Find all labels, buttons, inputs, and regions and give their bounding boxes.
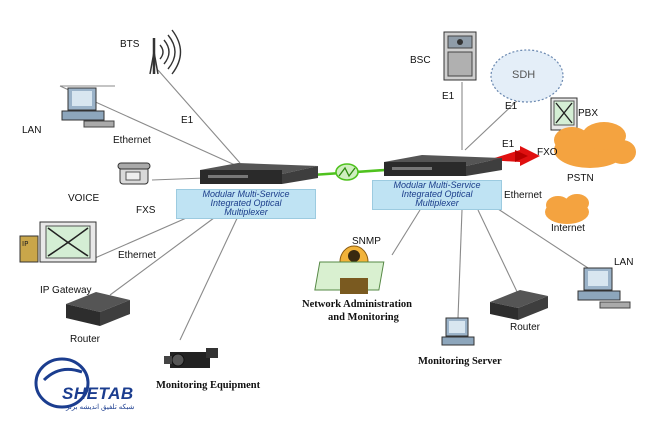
link-sdh bbox=[464, 97, 521, 151]
link-lan-right bbox=[491, 204, 589, 269]
multiplexer-label-right: Modular Multi-Service Integrated Optical… bbox=[372, 180, 502, 210]
fiber-symbol-icon bbox=[335, 163, 359, 181]
computer-icon bbox=[61, 87, 115, 128]
link-bts bbox=[157, 69, 241, 164]
mux-left-line-3: Multiplexer bbox=[224, 207, 268, 217]
label-pstn: PSTN bbox=[567, 173, 594, 184]
link-voice bbox=[151, 177, 206, 181]
logo-name: SHETAB bbox=[62, 384, 134, 403]
label-ethernet-left-top: Ethernet bbox=[113, 135, 151, 146]
label-voice: VOICE bbox=[68, 193, 100, 204]
mux-right-line-3: Multiplexer bbox=[415, 198, 459, 208]
label-ip-gateway: IP Gateway bbox=[40, 285, 92, 296]
label-bts: BTS bbox=[120, 39, 140, 50]
logo-tagline: شبکه تلفیق اندیشه برتر bbox=[66, 404, 135, 411]
label-sdh: SDH bbox=[512, 69, 536, 81]
logo-icon bbox=[34, 357, 90, 409]
camera-icon bbox=[164, 348, 218, 368]
label-network-admin-2: and Monitoring bbox=[328, 312, 399, 323]
multiplexer-icon bbox=[384, 155, 502, 176]
cloud-icon bbox=[545, 194, 589, 224]
svg-text:IP: IP bbox=[22, 240, 28, 248]
e1-arrow bbox=[488, 146, 540, 166]
label-fxs: FXS bbox=[136, 205, 156, 216]
label-e1-bsc: E1 bbox=[442, 91, 455, 102]
label-snmp: SNMP bbox=[352, 236, 381, 247]
link-monitoring-server bbox=[457, 209, 463, 319]
switch-icon bbox=[550, 97, 578, 131]
label-router-right: Router bbox=[510, 322, 541, 333]
operator-icon bbox=[314, 245, 385, 294]
phone-icon bbox=[117, 162, 151, 185]
label-e1-right: E1 bbox=[502, 139, 515, 150]
switch-icon: IP bbox=[19, 221, 97, 263]
label-bsc: BSC bbox=[410, 55, 431, 66]
label-lan-left: LAN bbox=[22, 125, 42, 136]
router-icon bbox=[490, 290, 548, 320]
label-monitoring-equipment: Monitoring Equipment bbox=[156, 380, 261, 391]
cloud-icon bbox=[490, 49, 564, 103]
antenna-icon bbox=[149, 29, 182, 75]
label-ethernet-right: Ethernet bbox=[504, 190, 542, 201]
label-monitoring-server: Monitoring Server bbox=[418, 356, 502, 367]
label-pbx: PBX bbox=[578, 108, 599, 119]
link-ip-gateway bbox=[94, 211, 201, 259]
router-icon bbox=[66, 292, 130, 326]
link-snmp bbox=[391, 209, 421, 256]
mux-right-line-1: Modular Multi-Service bbox=[393, 180, 481, 190]
multiplexer-icon bbox=[200, 163, 318, 184]
label-ethernet-left-bottom: Ethernet bbox=[118, 250, 156, 261]
mux-left-line-1: Modular Multi-Service bbox=[202, 189, 290, 199]
label-network-admin-1: Network Administration bbox=[302, 299, 412, 310]
mux-left-line-2: Integrated Optical bbox=[210, 198, 282, 208]
link-router-left bbox=[109, 211, 223, 296]
mux-right-line-2: Integrated Optical bbox=[401, 189, 473, 199]
server-icon bbox=[443, 31, 477, 81]
label-e1-sdh: E1 bbox=[505, 101, 518, 112]
multiplexer-label-left: Modular Multi-Service Integrated Optical… bbox=[176, 189, 316, 219]
link-router-right bbox=[477, 209, 521, 299]
label-router-left: Router bbox=[70, 334, 101, 345]
label-e1-left: E1 bbox=[181, 115, 194, 126]
label-fxo: FXO bbox=[537, 147, 558, 158]
cloud-icon bbox=[554, 122, 636, 168]
label-internet: Internet bbox=[551, 223, 585, 234]
link-monitoring-equipment bbox=[179, 211, 241, 341]
computer-icon bbox=[441, 317, 475, 346]
label-lan-right: LAN bbox=[614, 257, 634, 268]
computer-icon bbox=[577, 267, 631, 309]
